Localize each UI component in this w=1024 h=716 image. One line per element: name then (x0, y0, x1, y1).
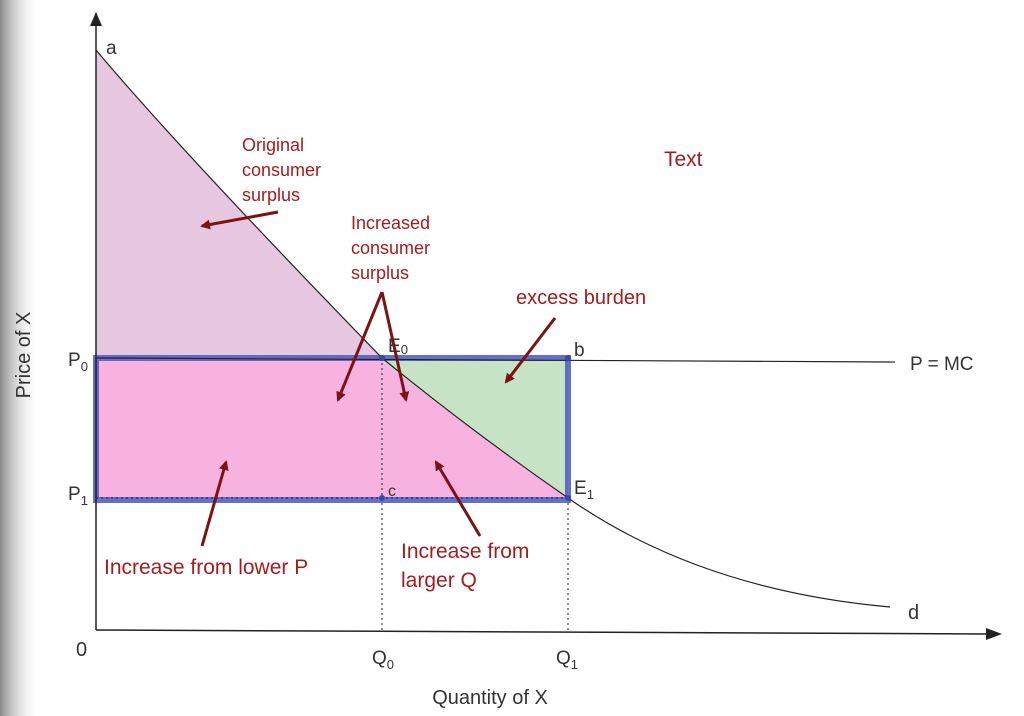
arrow-original-cs (200, 210, 279, 230)
x-axis-title: Quantity of X (432, 687, 548, 709)
original-consumer-surplus-region (96, 50, 382, 358)
arrow-increased-cs-right (380, 291, 410, 402)
price-p1-label: P1 (68, 484, 88, 508)
text-placeholder-label: Text (664, 148, 703, 171)
excess-burden-note: excess burden (516, 287, 646, 309)
point-b-label: b (574, 340, 585, 361)
y-axis-title: Price of X (13, 312, 35, 399)
price-p0-label: P0 (68, 350, 88, 374)
quantity-q0-label: Q0 (372, 648, 394, 672)
scan-edge-shading (0, 0, 40, 716)
quantity-q1-label: Q1 (556, 648, 578, 672)
original-cs-note: Original consumer surplus (242, 135, 326, 205)
point-c-label: c (388, 483, 396, 500)
point-b-dot (565, 355, 571, 361)
y-axis-arrowhead (90, 12, 102, 26)
point-e1-label: E1 (574, 478, 594, 502)
origin-label: 0 (76, 639, 87, 661)
arrow-increased-cs-left (336, 291, 384, 402)
increase-consumer-surplus-region (96, 360, 568, 498)
x-axis (95, 629, 989, 635)
larger-q-note: Increase from larger Q (401, 540, 535, 592)
point-d-label: d (908, 602, 919, 624)
arrow-excess-burden (504, 317, 557, 384)
arrow-lower-p (200, 460, 229, 547)
point-e1-dot (565, 495, 571, 501)
price-mc-label: P = MC (910, 354, 974, 375)
x-axis-arrowhead (986, 628, 1002, 640)
arrow-larger-q (434, 460, 482, 537)
lower-p-note: Increase from lower P (104, 556, 308, 579)
price-mc-line (95, 357, 896, 363)
increased-cs-note: Increased consumer surplus (351, 213, 435, 283)
point-c-dot (379, 495, 385, 501)
point-e0-dot (379, 355, 385, 361)
point-a-label: a (106, 38, 117, 59)
demand-curve (95, 49, 891, 608)
